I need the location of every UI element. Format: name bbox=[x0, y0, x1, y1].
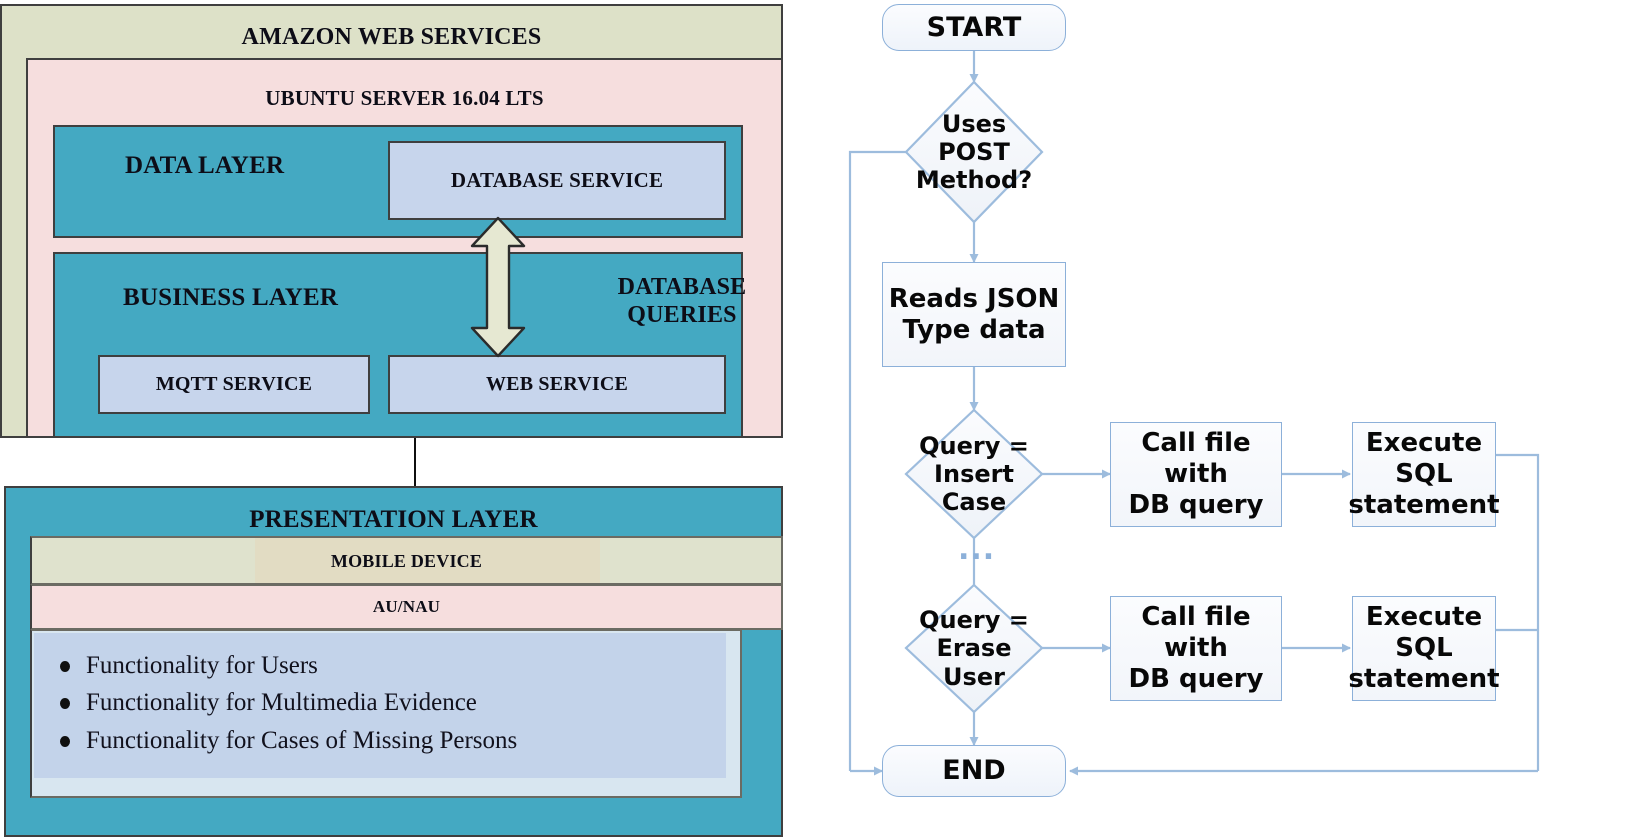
process-execute-sql-2-node: Execute SQL statement bbox=[1348, 596, 1500, 701]
execute-sql-2-line2: statement bbox=[1348, 663, 1500, 694]
end-label: END bbox=[942, 755, 1006, 787]
mobile-device-highlight bbox=[255, 538, 600, 583]
list-item: Functionality for Cases of Missing Perso… bbox=[60, 722, 740, 759]
aws-label: AMAZON WEB SERVICES bbox=[241, 24, 542, 50]
web-service-label: WEB SERVICE bbox=[485, 373, 629, 395]
ubuntu-server-label: UBUNTU SERVER 16.04 LTS bbox=[265, 86, 544, 110]
decision-query-erase-user-node: Query = Erase User bbox=[906, 585, 1042, 712]
decision-erase-line3: User bbox=[943, 662, 1005, 691]
architecture-diagram: AMAZON WEB SERVICES UBUNTU SERVER 16.04 … bbox=[0, 0, 800, 837]
decision-insert-line1: Query = bbox=[919, 431, 1029, 460]
au-nau-label: AU/NAU bbox=[372, 597, 441, 616]
decision-query-insert-case-node: Query = Insert Case bbox=[906, 410, 1042, 538]
bidirectional-arrow-icon bbox=[470, 216, 526, 358]
decision-erase-line2: Erase bbox=[936, 634, 1012, 663]
data-layer-label: DATA LAYER bbox=[125, 152, 285, 179]
ellipsis-label: ... bbox=[958, 532, 996, 567]
database-queries-label: DATABASE QUERIES bbox=[582, 273, 782, 330]
web-service-box: WEB SERVICE bbox=[388, 355, 726, 414]
flowchart: START Uses POST Method? Reads JSON Type … bbox=[838, 0, 1646, 837]
process-call-file-2-node: Call file with DB query bbox=[1110, 596, 1282, 701]
mobile-device-box: MOBILE DEVICE bbox=[30, 536, 783, 585]
call-file-1-line1: Call file with bbox=[1141, 428, 1251, 490]
decision-post-line2: Method? bbox=[915, 166, 1033, 195]
call-file-1-line2: DB query bbox=[1128, 489, 1264, 520]
execute-sql-2-line1: Execute SQL bbox=[1365, 602, 1483, 664]
business-layer-label: BUSINESS LAYER bbox=[123, 284, 339, 311]
end-node: END bbox=[882, 745, 1066, 797]
decision-uses-post-node: Uses POST Method? bbox=[906, 82, 1042, 222]
decision-post-line1: Uses POST bbox=[938, 109, 1010, 166]
decision-insert-line2: Insert bbox=[934, 459, 1014, 488]
list-item: Functionality for Users bbox=[60, 647, 740, 684]
database-service-box: DATABASE SERVICE bbox=[388, 141, 726, 220]
functionality-list: Functionality for Users Functionality fo… bbox=[32, 631, 740, 759]
ellipsis-indicator: ... bbox=[958, 532, 995, 567]
mqtt-service-box: MQTT SERVICE bbox=[98, 355, 370, 414]
database-service-label: DATABASE SERVICE bbox=[450, 168, 664, 192]
au-nau-box: AU/NAU bbox=[30, 584, 783, 630]
process-read-json-node: Reads JSON Type data bbox=[882, 262, 1066, 367]
execute-sql-1-line1: Execute SQL bbox=[1365, 428, 1483, 490]
call-file-2-line2: DB query bbox=[1128, 663, 1264, 694]
process-call-file-1-node: Call file with DB query bbox=[1110, 422, 1282, 527]
mqtt-service-label: MQTT SERVICE bbox=[155, 373, 313, 395]
call-file-2-line1: Call file with bbox=[1141, 602, 1251, 664]
process-read-line2: Type data bbox=[902, 314, 1046, 345]
layer-connector-line bbox=[414, 438, 416, 486]
process-read-line1: Reads JSON bbox=[888, 283, 1060, 314]
decision-insert-line3: Case bbox=[941, 488, 1007, 517]
list-item: Functionality for Multimedia Evidence bbox=[60, 684, 740, 721]
process-execute-sql-1-node: Execute SQL statement bbox=[1348, 422, 1500, 527]
flowchart-connectors bbox=[848, 51, 1540, 776]
database-queries-line2: QUERIES bbox=[627, 302, 737, 329]
database-queries-line1: DATABASE bbox=[617, 274, 747, 300]
start-node: START bbox=[882, 4, 1066, 51]
mobile-device-label: MOBILE DEVICE bbox=[330, 551, 483, 571]
decision-erase-line1: Query = bbox=[919, 606, 1029, 635]
start-label: START bbox=[926, 11, 1022, 43]
execute-sql-1-line2: statement bbox=[1348, 489, 1500, 520]
presentation-layer-label: PRESENTATION LAYER bbox=[249, 506, 538, 533]
functionality-list-box: Functionality for Users Functionality fo… bbox=[30, 629, 742, 798]
functionality-list-inner bbox=[34, 633, 726, 778]
